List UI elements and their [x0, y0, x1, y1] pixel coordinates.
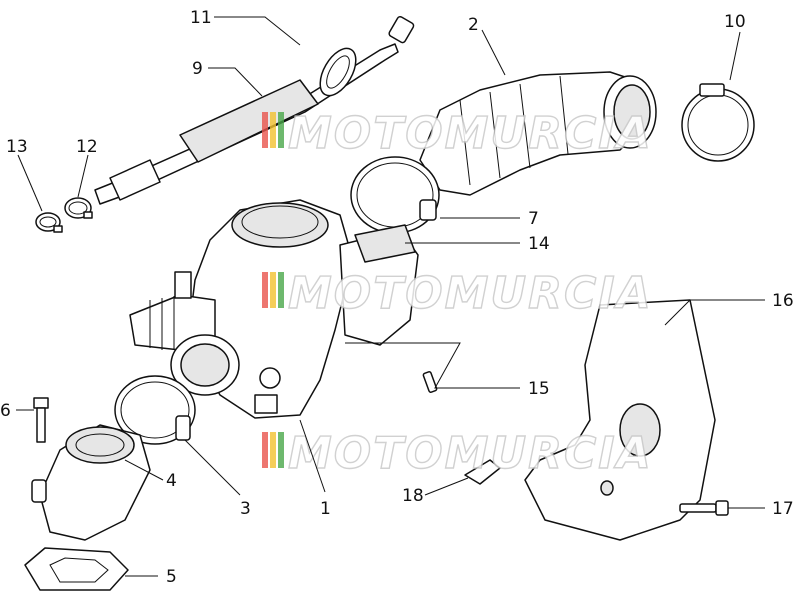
part-clamp-3: [114, 375, 196, 445]
callout-9: 9: [192, 59, 203, 79]
watermark-stripe-yellow: [270, 112, 276, 148]
callout-5: 5: [166, 567, 177, 587]
callout-2: 2: [468, 15, 479, 35]
part-clip-18: [464, 459, 501, 485]
callout-14: 14: [528, 234, 550, 254]
callout-3: 3: [240, 499, 251, 519]
part-intake-hose: [419, 71, 657, 196]
callout-11: 11: [190, 8, 212, 28]
part-intake-manifold: [31, 424, 151, 541]
part-screw-15: [422, 371, 438, 393]
part-small-clamp-12: [64, 197, 93, 219]
watermark-stripe-yellow: [270, 432, 276, 468]
watermark-stripe-red: [262, 272, 268, 308]
watermark-stripe-red: [262, 432, 268, 468]
callout-1: 1: [320, 499, 331, 519]
part-bolt-6: [33, 397, 49, 443]
part-clamp-7: [350, 156, 440, 234]
callout-4: 4: [166, 471, 177, 491]
callout-15: 15: [528, 379, 550, 399]
part-small-clamp-13: [35, 212, 63, 233]
callout-18: 18: [402, 486, 424, 506]
callout-6: 6: [0, 401, 11, 421]
watermark-stripe-yellow: [270, 272, 276, 308]
callout-labels: 1 2 3 4 5 6 7 9 10 11 12 13 14 15 16 17 …: [0, 8, 794, 587]
callout-10: 10: [724, 12, 746, 32]
watermark-top: MOTOMURCIA: [262, 107, 653, 160]
callout-13: 13: [6, 137, 28, 157]
watermark-stripe-green: [278, 112, 284, 148]
leader-lines: [16, 16, 765, 577]
watermark-stripe-green: [278, 272, 284, 308]
watermark-stripe-red: [262, 112, 268, 148]
callout-16: 16: [772, 291, 794, 311]
watermark-text: MOTOMURCIA: [288, 108, 653, 159]
watermark-middle: MOTOMURCIA: [262, 267, 653, 320]
part-adapter-tube: [354, 224, 416, 263]
part-shield-plate: [524, 299, 716, 541]
part-cable-hose: [94, 15, 415, 205]
callout-17: 17: [772, 499, 794, 519]
part-hose-clamp-10: [681, 83, 755, 162]
callout-12: 12: [76, 137, 98, 157]
watermark-stripe-green: [278, 432, 284, 468]
callout-7: 7: [528, 209, 539, 229]
watermark-bottom: MOTOMURCIA: [262, 427, 653, 480]
watermark-text: MOTOMURCIA: [288, 268, 653, 319]
watermark-text: MOTOMURCIA: [288, 428, 653, 479]
part-carburetor: [129, 199, 419, 419]
part-gasket: [24, 547, 129, 591]
